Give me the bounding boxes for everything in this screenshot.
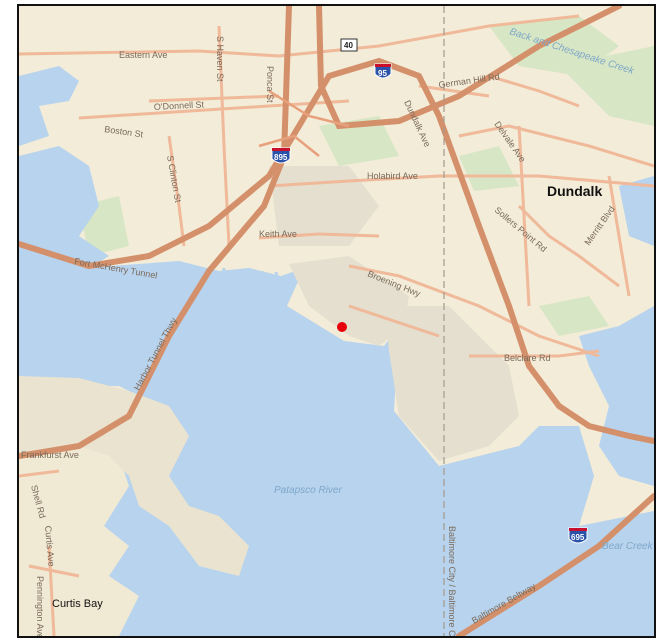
highways [19, 6, 654, 636]
curtis-bay-label: Curtis Bay [52, 598, 103, 610]
s-haven-st-label: S Haven St [215, 36, 225, 82]
frankfurst-ave-label: Frankfurst Ave [21, 450, 79, 460]
us-40-shield: 40 [340, 38, 358, 52]
patapsco-river-water [19, 261, 654, 636]
county-line-label: Baltimore City / Baltimore Co [447, 526, 457, 636]
seagirt-terminal [289, 256, 409, 346]
keith-ave-label: Keith Ave [259, 229, 297, 239]
holabird-ave-label: Holabird Ave [367, 171, 418, 181]
highway-ramps [258, 89, 350, 157]
bear-creek-label: Bear Creek [602, 541, 654, 552]
south-shore-land [19, 436, 139, 636]
east-inlet-water [619, 176, 654, 246]
dundalk-terminal [384, 306, 519, 461]
svg-text:40: 40 [344, 41, 353, 50]
i-695-shield: 695 [568, 527, 588, 544]
i-895-shield: 895 [271, 147, 291, 164]
middle-branch-water [19, 146, 109, 281]
hawkins-point-land [19, 376, 249, 576]
svg-text:895: 895 [274, 153, 288, 162]
i-95-shield: 95 [374, 63, 392, 79]
harbor-water-north [19, 66, 79, 146]
odonnell-st-label: O'Donnell St [154, 99, 205, 112]
patapsco-river-label: Patapsco River [274, 485, 342, 496]
svg-text:95: 95 [378, 69, 387, 78]
dundalk-label: Dundalk [547, 183, 602, 199]
canton-industrial [269, 166, 379, 246]
pennington-ave-label: Pennington Ave [35, 576, 45, 636]
svg-text:695: 695 [571, 533, 585, 542]
curtis-ave-label: Curtis Ave [43, 525, 57, 567]
belclare-rd-label: Belclare Rd [504, 353, 551, 363]
map-canvas[interactable]: Eastern Ave O'Donnell St Boston St Dunda… [19, 6, 654, 636]
eastern-ave-label: Eastern Ave [119, 50, 167, 60]
map-frame[interactable]: Eastern Ave O'Donnell St Boston St Dunda… [17, 4, 656, 638]
arterial-roads [19, 14, 654, 636]
ponca-st-label: Ponca St [265, 66, 275, 103]
location-marker[interactable] [337, 322, 347, 332]
